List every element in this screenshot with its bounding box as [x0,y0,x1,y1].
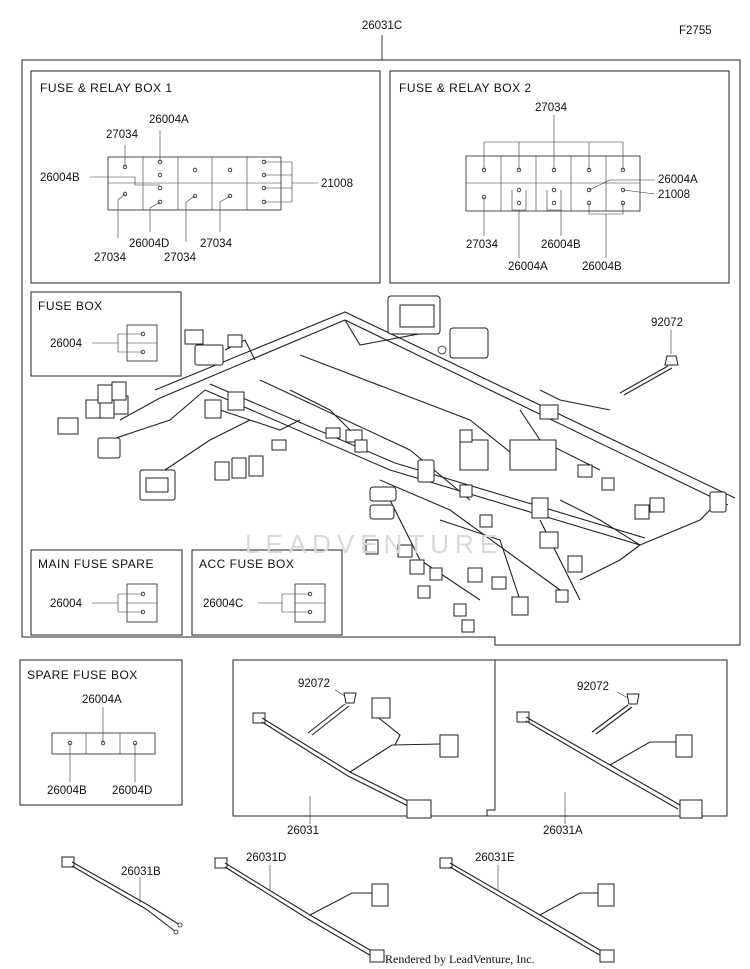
harness-26031D-drawing [214,857,389,963]
clip-92072-main [619,330,679,396]
frb2-label-27034-bottom[interactable]: 27034 [466,239,499,251]
clip-label-main[interactable]: 92072 [651,317,683,329]
spare-fuse-box-label-26004B[interactable]: 26004B [47,785,87,797]
harness-26031D-label[interactable]: 26031D [246,852,286,864]
spare-fuse-box-label-26004D[interactable]: 26004D [112,785,152,797]
frb2-label-27034-top[interactable]: 27034 [535,102,568,114]
fuse-relay-box-1-panel: FUSE & RELAY BOX 1 [30,70,381,284]
fuse-relay-box-1-title: FUSE & RELAY BOX 1 [40,81,173,95]
main-harness-label[interactable]: 26031C [362,20,402,32]
sub-harness-26031a-panel [486,659,728,824]
main-harness-drawing [57,295,736,633]
frb1-label-27034-mid[interactable]: 27034 [164,252,197,264]
main-fuse-spare-panel: MAIN FUSE SPARE [30,549,183,636]
frb1-label-26004B[interactable]: 26004B [40,172,80,184]
fuse-box-panel: FUSE BOX [30,291,182,377]
acc-fuse-box-panel: ACC FUSE BOX [191,549,343,636]
harness-26031B-drawing [61,856,183,935]
frb1-label-21008[interactable]: 21008 [321,178,353,190]
footer-credit: Rendered by LeadVenture, Inc. [385,952,535,966]
frb2-label-26004B-bottom[interactable]: 26004B [582,261,622,273]
sub-harness-26031-panel [232,659,496,824]
figure-code: F2755 [679,25,712,37]
main-fuse-spare-part-label[interactable]: 26004 [50,598,83,610]
acc-fuse-box-title: ACC FUSE BOX [199,557,294,571]
spare-fuse-box-title: SPARE FUSE BOX [27,668,138,682]
frb1-label-26004A[interactable]: 26004A [149,114,189,126]
sub-harness-26031a-label[interactable]: 26031A [543,825,583,837]
sub-harness-26031-label[interactable]: 26031 [287,825,319,837]
frb2-label-26004A-bottom[interactable]: 26004A [508,261,548,273]
frb2-label-26004B-mid[interactable]: 26004B [541,239,581,251]
fuse-box-title: FUSE BOX [38,299,103,313]
main-fuse-spare-title: MAIN FUSE SPARE [38,557,154,571]
harness-26031E-label[interactable]: 26031E [475,852,515,864]
watermark: LEADVENTURE [245,529,503,559]
frb1-label-27034-top[interactable]: 27034 [106,129,139,141]
spare-fuse-box-panel: SPARE FUSE BOX [19,659,183,806]
fuse-relay-box-2-title: FUSE & RELAY BOX 2 [399,81,532,95]
sub-harness-26031-clip-label[interactable]: 92072 [298,678,330,690]
frb1-label-27034-left[interactable]: 27034 [94,252,127,264]
fuse-relay-box-2-panel: FUSE & RELAY BOX 2 [389,70,730,284]
frb2-label-21008[interactable]: 21008 [658,189,690,201]
frb1-label-27034-right[interactable]: 27034 [200,238,233,250]
frb1-label-26004D[interactable]: 26004D [129,238,169,250]
main-harness-frame [21,59,741,646]
harness-26031B-label[interactable]: 26031B [121,866,161,878]
acc-fuse-box-part-label[interactable]: 26004C [203,598,243,610]
sub-harness-26031a-clip-label[interactable]: 92072 [577,681,609,693]
fuse-box-part-label[interactable]: 26004 [50,338,83,350]
spare-fuse-box-label-26004A[interactable]: 26004A [82,694,122,706]
harness-26031E-drawing [439,857,615,963]
frb2-label-26004A[interactable]: 26004A [658,174,698,186]
